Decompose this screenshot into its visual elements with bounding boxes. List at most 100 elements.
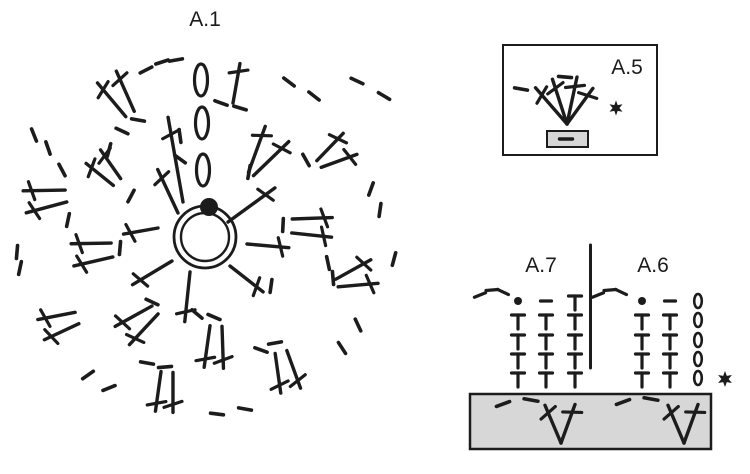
hdc-symbol	[537, 352, 555, 370]
treble-tick	[227, 68, 250, 75]
treble-stitch	[124, 312, 160, 347]
stroke	[307, 90, 321, 102]
stroke	[167, 57, 185, 63]
treble-tick	[27, 201, 42, 221]
hdc-symbol	[661, 313, 679, 331]
chain-dash	[156, 364, 174, 370]
chain-dash	[556, 74, 574, 80]
treble-pair	[145, 369, 184, 415]
stroke	[642, 395, 660, 403]
stroke	[522, 396, 540, 404]
stroke	[190, 308, 204, 320]
treble-pair	[246, 124, 292, 178]
chain-dash	[336, 340, 348, 356]
treble-tick	[131, 272, 150, 288]
treble-tick	[162, 399, 184, 410]
treble-stem	[153, 369, 163, 413]
chain-dash	[129, 117, 147, 123]
treble-stem	[202, 323, 212, 369]
treble-stem	[69, 241, 113, 246]
treble-stitch	[153, 167, 180, 215]
chain-dash	[138, 360, 156, 366]
chain-dash	[301, 152, 311, 168]
stroke	[144, 297, 160, 307]
chain-oval	[192, 62, 210, 98]
treble-stitch	[565, 86, 599, 126]
chain-dash	[117, 239, 123, 257]
treble-pair	[334, 255, 380, 295]
treble-pair	[269, 348, 307, 395]
treble-stitch	[269, 351, 290, 395]
chain-dash	[494, 399, 512, 409]
treble-tick	[161, 128, 181, 141]
treble-tick	[124, 222, 137, 243]
chain-dash	[114, 126, 130, 136]
treble-stitch	[113, 304, 154, 331]
chain-dash	[206, 312, 222, 322]
hdc-symbol	[661, 333, 679, 351]
chain-oval	[692, 292, 704, 310]
stroke	[330, 269, 336, 287]
diagram-a5-box	[502, 44, 658, 156]
treble-stitch	[121, 222, 160, 243]
stroke	[590, 291, 606, 299]
stroke	[154, 58, 170, 66]
chain-oval	[692, 369, 704, 387]
stroke	[208, 411, 226, 417]
treble-stitch	[95, 80, 128, 119]
treble-pair	[69, 233, 115, 274]
stroke	[472, 291, 488, 299]
stroke	[324, 254, 332, 272]
hdc-symbol	[537, 333, 555, 351]
stroke	[512, 86, 530, 92]
treble-stitch	[251, 139, 292, 178]
treble-stitch	[319, 147, 359, 170]
chain-dash	[167, 57, 185, 63]
treble-tick	[26, 180, 37, 202]
stroke	[376, 90, 392, 102]
treble-tick	[97, 146, 112, 165]
star-marker	[718, 371, 732, 387]
treble-stem	[226, 186, 277, 224]
hdc-symbol	[509, 371, 527, 389]
hdc-symbol	[537, 371, 555, 389]
treble-tick	[269, 379, 290, 391]
stroke	[366, 181, 376, 197]
treble-pair	[194, 323, 234, 370]
chain-dash	[282, 76, 296, 88]
chain-dash	[377, 201, 383, 219]
stroke	[138, 360, 156, 366]
hdc-symbol	[566, 313, 584, 331]
a7-label: A.7	[525, 254, 557, 277]
treble-stem	[95, 81, 128, 119]
treble-stem	[290, 231, 334, 239]
treble-stitch	[130, 259, 174, 288]
stroke	[16, 259, 24, 277]
treble-stitch	[161, 115, 185, 204]
treble-stitch	[21, 180, 67, 202]
stroke	[377, 201, 383, 219]
treble-stitch	[539, 403, 563, 445]
stroke	[556, 74, 574, 80]
hdc-symbol	[661, 371, 679, 389]
treble-tick	[111, 71, 129, 88]
hdc-symbol	[509, 333, 527, 351]
chain-dash	[208, 411, 226, 417]
treble-stitch	[662, 403, 686, 445]
a5-frame	[502, 44, 658, 156]
treble-pair	[36, 308, 81, 346]
hdc-symbol	[633, 333, 651, 351]
chain-dash	[522, 396, 540, 404]
treble-stem	[315, 131, 345, 163]
chain-dash	[330, 269, 336, 287]
stroke	[29, 127, 39, 143]
treble-stitch	[315, 131, 349, 163]
treble-tick	[74, 233, 84, 255]
treble-stem	[21, 188, 67, 193]
stroke	[246, 163, 252, 181]
treble-stem	[220, 324, 226, 370]
treble-stem	[231, 61, 242, 105]
treble-stitch	[84, 157, 116, 188]
treble-stem	[183, 270, 192, 324]
chain-dash	[101, 383, 117, 393]
